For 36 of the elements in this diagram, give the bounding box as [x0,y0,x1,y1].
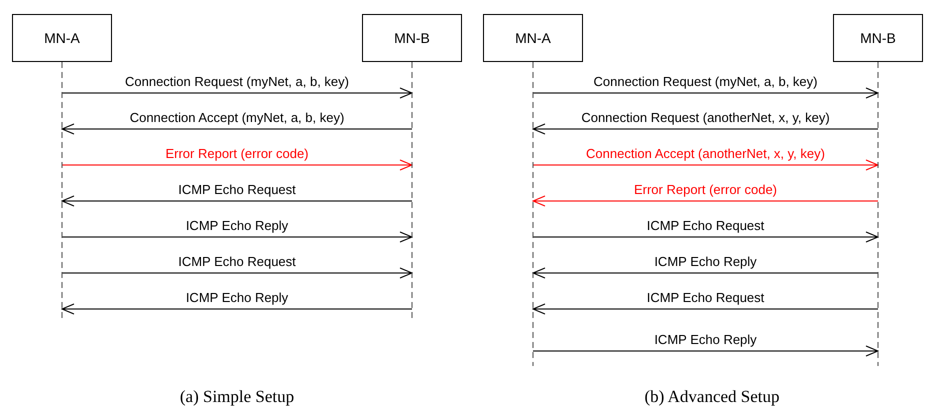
message-arrow [62,124,412,134]
message-label: Connection Request (anotherNet, x, y, key) [581,110,830,125]
message-arrow [532,160,878,170]
message-arrow [62,268,412,278]
message-arrow [532,88,878,98]
message-arrow [62,232,412,242]
message-label: ICMP Echo Reply [654,254,757,269]
message-arrow [532,346,878,356]
message-label: ICMP Echo Request [646,218,764,233]
message-arrow [62,304,412,314]
message-arrow [62,88,412,98]
message-label: Connection Accept (myNet, a, b, key) [130,110,344,125]
message-arrow [532,304,878,314]
participant-box: MN-B [362,14,462,62]
message-label: Connection Accept (anotherNet, x, y, key) [586,146,825,161]
message-label: Error Report (error code) [634,182,778,197]
panel-caption: (a) Simple Setup [180,387,294,407]
message-arrow [532,268,878,278]
message-arrow [532,124,878,134]
message-arrow [532,232,878,242]
message-label: Error Report (error code) [165,146,309,161]
participant-box: MN-A [483,14,583,62]
message-label: ICMP Echo Reply [186,290,288,305]
message-label: ICMP Echo Reply [186,218,288,233]
message-label: ICMP Echo Request [178,182,296,197]
message-arrow [62,196,412,206]
participant-box: MN-B [833,14,923,62]
message-label: Connection Request (myNet, a, b, key) [125,74,349,89]
panel-caption: (b) Advanced Setup [644,387,780,407]
message-label: ICMP Echo Request [646,290,764,305]
message-label: Connection Request (myNet, a, b, key) [594,74,818,89]
message-label: ICMP Echo Request [178,254,296,269]
message-arrow [532,196,878,206]
message-arrow [62,160,412,170]
participant-box: MN-A [12,14,112,62]
message-label: ICMP Echo Reply [654,332,757,347]
